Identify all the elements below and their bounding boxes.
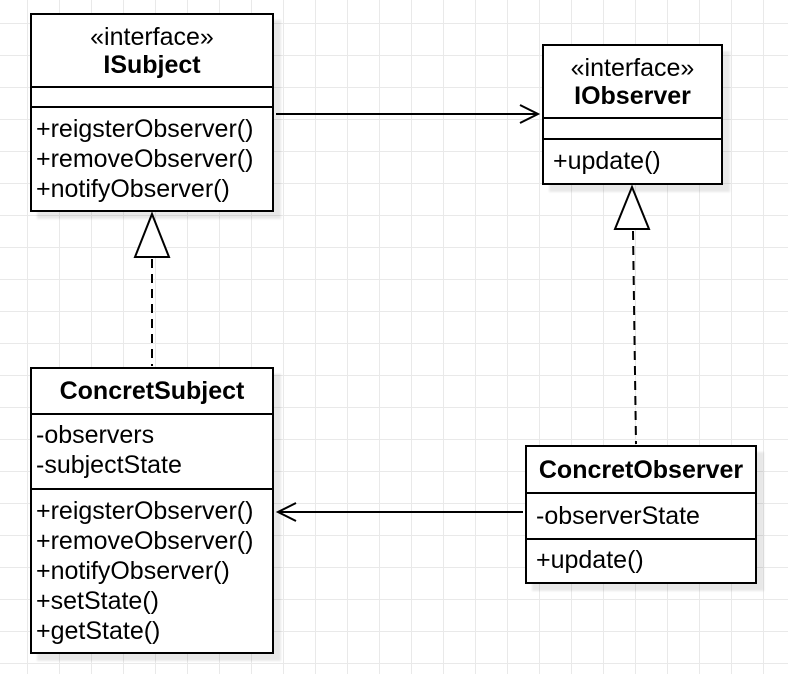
realization-edge-concretobserver-iobserver[interactable] [613, 184, 651, 445]
attribute-item: -observers [36, 421, 155, 449]
hollow-triangle-arrowhead-icon [613, 184, 651, 230]
class-title-isubject: «interface» ISubject [32, 15, 272, 88]
association-edge-isubject-iobserver[interactable] [276, 104, 541, 124]
attribute-item: -subjectState [36, 451, 182, 479]
method-item: +reigsterObserver() [36, 115, 254, 143]
methods-section-concretsubject: +reigsterObserver() +removeObserver() +n… [32, 490, 272, 652]
method-item: +setState() [36, 587, 159, 615]
attributes-section-concretobserver: -observerState [527, 494, 755, 540]
stereotype-label: «interface» [90, 22, 214, 51]
class-box-isubject[interactable]: «interface» ISubject +reigsterObserver()… [30, 13, 274, 212]
class-box-iobserver[interactable]: «interface» IObserver +update() [542, 44, 723, 185]
attribute-item: -observerState [536, 502, 700, 530]
association-edge-concretobserver-concretsubject[interactable] [275, 502, 523, 522]
method-item: +update() [536, 546, 644, 574]
open-arrowhead-icon [275, 502, 297, 522]
method-item: +notifyObserver() [36, 175, 230, 203]
class-name: IObserver [574, 81, 691, 110]
class-box-concretobserver[interactable]: ConcretObserver -observerState +update() [525, 445, 757, 584]
class-title-concretsubject: ConcretSubject [32, 369, 272, 415]
method-item: +getState() [36, 617, 161, 645]
class-title-iobserver: «interface» IObserver [544, 46, 721, 119]
stereotype-label: «interface» [570, 53, 695, 82]
methods-section-concretobserver: +update() [527, 540, 755, 582]
method-item: +removeObserver() [36, 145, 254, 173]
open-arrowhead-icon [519, 104, 541, 124]
hollow-triangle-arrowhead-icon [133, 211, 171, 258]
class-box-concretsubject[interactable]: ConcretSubject -observers -subjectState … [30, 367, 274, 654]
attributes-section-concretsubject: -observers -subjectState [32, 415, 272, 490]
methods-section-isubject: +reigsterObserver() +removeObserver() +n… [32, 108, 272, 210]
method-item: +update() [553, 147, 661, 175]
class-name: ISubject [103, 50, 201, 79]
class-name: ConcretObserver [538, 455, 744, 484]
class-name: ConcretSubject [59, 377, 245, 405]
attributes-section-iobserver [544, 119, 721, 140]
class-title-concretobserver: ConcretObserver [527, 447, 755, 494]
attributes-section-isubject [32, 88, 272, 108]
methods-section-iobserver: +update() [544, 140, 721, 183]
realization-edge-concretsubject-isubject[interactable] [133, 211, 171, 366]
method-item: +removeObserver() [36, 527, 254, 555]
method-item: +reigsterObserver() [36, 497, 254, 525]
method-item: +notifyObserver() [36, 557, 230, 585]
